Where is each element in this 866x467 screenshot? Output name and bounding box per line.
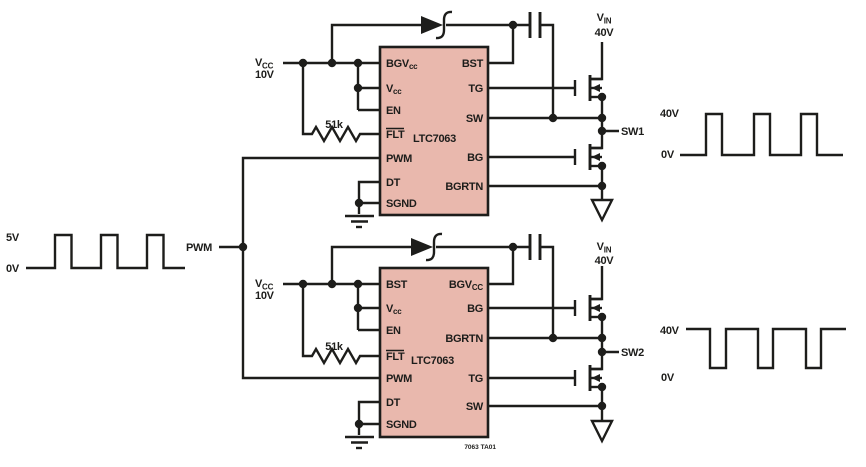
sw1-wave-low-label: 0V	[661, 149, 675, 161]
ic1-pin-bgvcc: BGVcc	[386, 58, 418, 71]
ic2-pin-en: EN	[386, 325, 401, 337]
ic2-pin-flt: FLT	[386, 351, 405, 363]
boost-capacitor-bottom	[528, 234, 542, 260]
vin2-label: VIN	[597, 241, 612, 255]
pwm-net-label: PWM	[186, 242, 212, 254]
ic1-pin-sgnd: SGND	[386, 198, 417, 210]
sw1-waveform	[680, 112, 843, 157]
vin1-value: 40V	[595, 27, 615, 39]
ic2-pin-pwm: PWM	[386, 373, 412, 385]
resistor-51k-top	[301, 63, 380, 144]
ic2-pin-tg: TG	[468, 373, 483, 385]
ic1-pin-dt: DT	[386, 177, 401, 189]
ic1-pin-sw: SW	[466, 113, 484, 125]
resistor-51k-bottom	[301, 284, 380, 366]
ic2-pin-sgnd: SGND	[386, 419, 417, 431]
vcc1-value: 10V	[255, 69, 275, 81]
mosfet-bottom-highside	[573, 295, 602, 321]
ic2-pin-dt: DT	[386, 397, 401, 409]
ic1-pin-pwm: PWM	[386, 153, 412, 165]
ic1-body	[378, 45, 490, 217]
earth-ground-bottom	[345, 435, 374, 450]
vcc2-value: 10V	[255, 290, 275, 302]
resistor-51k-top-label: 51k	[325, 119, 344, 131]
schottky-diode-bottom	[411, 232, 443, 262]
ic1-pin-flt: FLT	[386, 129, 405, 141]
pwm-wave-low-label: 0V	[6, 263, 20, 275]
pwm-waveform	[26, 233, 185, 270]
ic1-pin-labels: BGVcc Vcc EN FLT PWM DT SGND BST TG SW B…	[386, 58, 484, 210]
ic2-pin-sw: SW	[466, 401, 484, 413]
ic2-pin-bgvcc: BGVCC	[449, 279, 484, 292]
vcc1-label: VCC	[255, 57, 274, 71]
pwm-wave-high-label: 5V	[6, 232, 20, 244]
sw1-wave-high-label: 40V	[660, 108, 680, 120]
ic2-body	[378, 266, 490, 439]
ic1-pin-bg: BG	[467, 152, 483, 164]
pwm-net-wire	[241, 156, 380, 380]
power-ground-bottom	[590, 419, 614, 444]
ic2-pin-bst: BST	[386, 279, 408, 291]
ic2-pin-vcc: Vcc	[386, 303, 402, 316]
vin2-value: 40V	[595, 255, 615, 267]
earth-ground-top	[345, 214, 374, 229]
ic2-pin-labels: BST Vcc EN FLT PWM DT SGND BGVCC BG BGRT…	[386, 279, 484, 431]
bottom-junction-dots	[298, 242, 607, 429]
resistor-51k-bottom-label: 51k	[325, 341, 344, 353]
top-circuit: BGVcc Vcc EN FLT PWM DT SGND BST TG SW B…	[6, 10, 843, 380]
mosfet-top-highside	[573, 75, 602, 101]
bottom-circuit-wires	[283, 245, 846, 435]
ic1-pin-bgrtn: BGRTN	[445, 181, 483, 193]
sw1-net-label: SW1	[621, 126, 644, 138]
top-junction-dots	[238, 20, 607, 252]
bottom-circuit: BST Vcc EN FLT PWM DT SGND BGVCC BG BGRT…	[255, 232, 846, 451]
mosfet-top-lowside	[573, 144, 602, 170]
sw2-net-label: SW2	[621, 347, 644, 359]
ic2-part-number: LTC7063	[411, 355, 454, 367]
mosfet-bottom-lowside	[573, 365, 602, 391]
ic1-pin-tg: TG	[468, 83, 483, 95]
sw2-wave-low-label: 0V	[661, 372, 675, 384]
figure-note: 7063 TA01	[464, 444, 496, 451]
boost-capacitor-top	[528, 12, 542, 38]
sw2-waveform	[686, 327, 846, 370]
ic1-pin-en: EN	[386, 105, 401, 117]
schottky-diode-top	[421, 10, 453, 40]
vcc2-label: VCC	[255, 278, 274, 292]
vin1-label: VIN	[597, 12, 612, 26]
ic1-pin-bst: BST	[462, 58, 484, 70]
sw2-wave-high-label: 40V	[660, 325, 680, 337]
ic2-pin-bgrtn: BGRTN	[445, 333, 483, 345]
power-ground-top	[590, 198, 614, 223]
ic1-part-number: LTC7063	[413, 133, 456, 145]
ic1-pin-vcc: Vcc	[386, 83, 402, 96]
ic2-pin-bg: BG	[467, 303, 483, 315]
